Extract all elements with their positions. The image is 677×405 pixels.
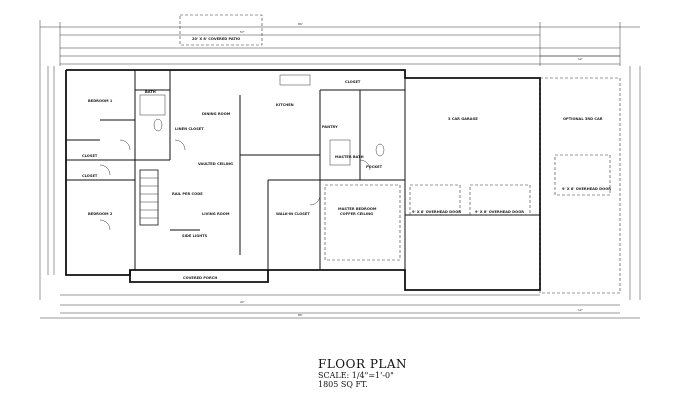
top-dimension-lines: 80' 57' 12' [39,20,640,300]
label-coffer-ceiling: COFFER CEILING [340,212,373,216]
label-covered-patio: 20' X 8' COVERED PATIO [192,37,240,41]
label-walkin-closet: WALK-IN CLOSET [276,212,310,216]
label-overhead-door-2: 9' X 8' OVERHEAD DOOR [475,210,524,214]
label-garage: 3 CAR GARAGE [448,117,478,121]
title-block: FLOOR PLAN SCALE: 1/4"=1'-0" 1805 SQ FT. [318,357,407,389]
label-closet-1: CLOSET [82,154,98,158]
bath-fixtures [139,74,385,166]
stairs [139,169,159,226]
dim-bottom-1: 22' [240,300,245,304]
plan-area: 1805 SQ FT. [318,380,368,389]
garage-overhead-doors [409,154,611,216]
label-master-bedroom: MASTER BEDROOM [338,207,377,211]
dim-overall-top: 80' [298,22,303,26]
label-bedroom-1: BEDROOM 1 [88,99,113,103]
dim-top-2: 12' [578,57,583,61]
label-living-room: LIVING ROOM [202,212,230,216]
right-dimension-lines [629,66,641,300]
label-linen-closet: LINEN CLOSET [175,127,204,131]
label-optional-car: OPTIONAL 3RD CAR [563,117,603,121]
label-master-bath: MASTER BATH [335,155,364,159]
covered-patio-outline [179,14,263,46]
label-pantry: PANTRY [322,125,338,129]
dim-bottom-2: 12' [578,308,583,312]
label-kitchen: KITCHEN [276,103,294,107]
interior-walls [66,70,540,270]
label-dining-room: DINING ROOM [202,112,231,116]
dim-top-1: 57' [240,30,245,34]
optional-car-bay [539,77,621,294]
label-bedroom-2: BEDROOM 2 [88,212,113,216]
label-closet-3: CLOSET [345,80,361,84]
label-closet-2: CLOSET [82,174,98,178]
label-covered-porch: COVERED PORCH [183,276,217,280]
exterior-walls [65,69,541,291]
dim-overall-bottom: 80' [298,313,303,317]
label-vaulted-ceiling: VAULTED CEILING [198,162,233,166]
label-rail-per-code: RAIL PER CODE [172,192,203,196]
label-overhead-door-3: 9' X 8' OVERHEAD DOOR [562,187,611,191]
coffer-ceiling-outline [324,184,401,261]
label-bath: BATH [145,90,156,94]
left-dimension-lines [47,66,55,275]
bottom-dimension-lines: 80' 22' 12' [40,294,640,319]
room-labels: BEDROOM 1 BEDROOM 2 BATH CLOSET CLOSET C… [82,37,611,280]
plan-scale: SCALE: 1/4"=1'-0" [318,371,394,380]
plan-title: FLOOR PLAN [318,357,408,371]
label-side-lights: SIDE LIGHTS [182,234,208,238]
label-pocket: POCKET [366,165,383,169]
label-overhead-door-1: 9' X 8' OVERHEAD DOOR [412,210,461,214]
door-swings [99,139,371,231]
